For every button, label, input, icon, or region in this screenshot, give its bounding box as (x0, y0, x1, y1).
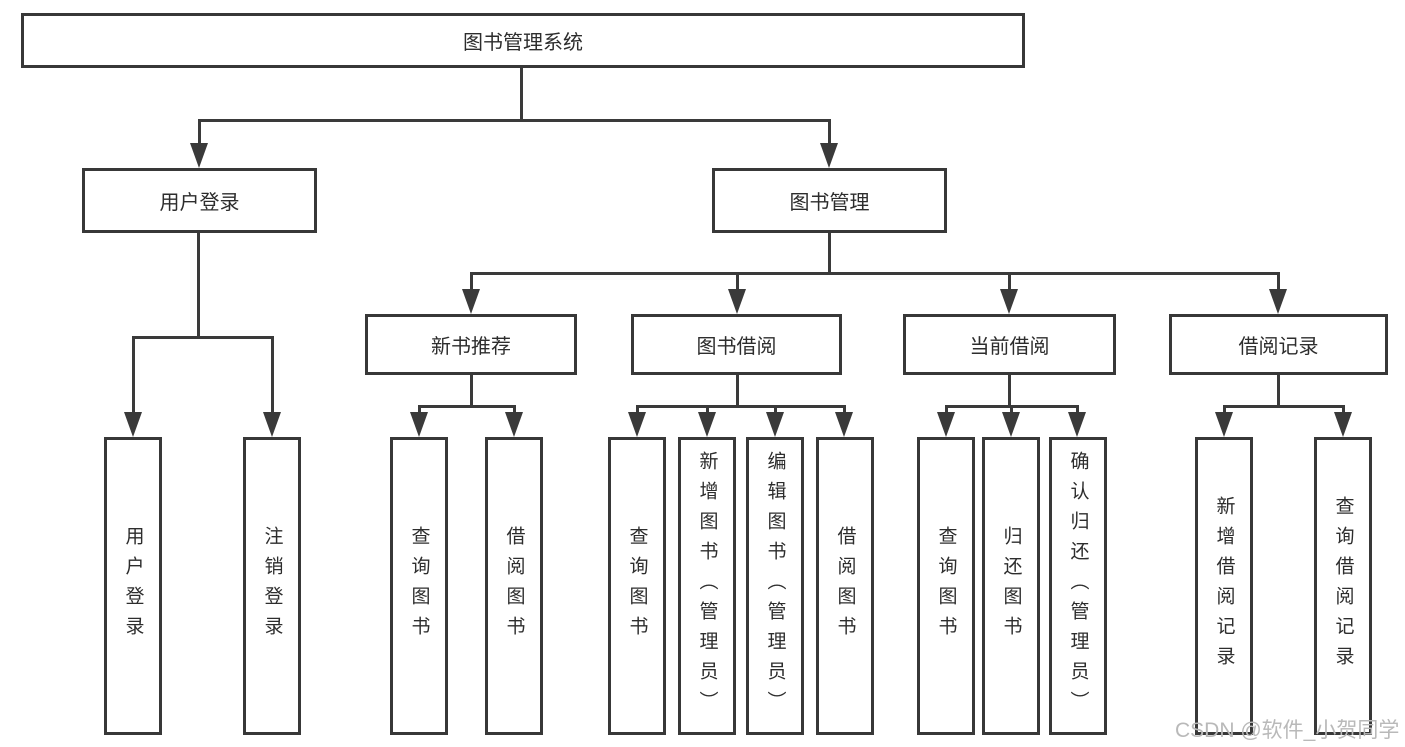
connector-stub-borrow-borrow (843, 405, 846, 414)
connector-stub-new-book-recommend (470, 272, 473, 291)
connector-recommend-trunk (470, 375, 473, 405)
connector-root-trunk (520, 68, 523, 119)
arrowhead-current-query (937, 412, 955, 437)
node-user-login: 用户登录 (82, 168, 317, 233)
connector-stub-borrow-records (1277, 272, 1280, 291)
arrowhead-records-add (1215, 412, 1233, 437)
arrowhead-leaf-user-login (124, 412, 142, 437)
connector-stub-records-add (1223, 405, 1226, 414)
arrowhead-borrow-edit (766, 412, 784, 437)
arrowhead-current-borrow (1000, 289, 1018, 314)
connector-stub-leaf-user-login (132, 336, 135, 414)
connector-stub-book-borrow (736, 272, 739, 291)
leaf-records-query-record: 查询借阅记录 (1314, 437, 1372, 735)
arrowhead-borrow-add (698, 412, 716, 437)
arrowhead-book-management (820, 143, 838, 168)
connector-records-trunk (1277, 375, 1280, 405)
arrowhead-user-login (190, 143, 208, 168)
node-new-book-recommend: 新书推荐 (365, 314, 577, 375)
arrowhead-rec-borrow (505, 412, 523, 437)
leaf-borrow-borrow-books: 借阅图书 (816, 437, 874, 735)
connector-stub-records-query (1342, 405, 1345, 414)
node-library-management-system: 图书管理系统 (21, 13, 1025, 68)
connector-borrow-trunk (736, 375, 739, 405)
connector-borrow-bar (636, 405, 846, 408)
leaf-recommend-query-books: 查询图书 (390, 437, 448, 735)
connector-user-login-bar (132, 336, 274, 339)
connector-stub-current-query (945, 405, 948, 414)
leaf-recommend-borrow-books: 借阅图书 (485, 437, 543, 735)
arrowhead-borrow-records (1269, 289, 1287, 314)
connector-level2-bar (198, 119, 831, 122)
connector-stub-borrow-query (636, 405, 639, 414)
connector-stub-rec-borrow (513, 405, 516, 414)
leaf-current-return-books: 归还图书 (982, 437, 1040, 735)
csdn-watermark: CSDN @软件_小贺同学 (1175, 719, 1400, 742)
connector-current-trunk (1008, 375, 1011, 405)
arrowhead-current-return (1002, 412, 1020, 437)
leaf-user-login: 用户登录 (104, 437, 162, 735)
leaf-current-query-books: 查询图书 (917, 437, 975, 735)
connector-stub-borrow-edit (774, 405, 777, 414)
connector-level3-bar (470, 272, 1280, 275)
arrowhead-rec-query (410, 412, 428, 437)
node-borrow-records: 借阅记录 (1169, 314, 1388, 375)
arrowhead-borrow-borrow (835, 412, 853, 437)
connector-records-bar (1223, 405, 1344, 408)
arrowhead-borrow-query (628, 412, 646, 437)
node-book-borrow: 图书借阅 (631, 314, 842, 375)
connector-stub-borrow-add (706, 405, 709, 414)
leaf-logout-login: 注销登录 (243, 437, 301, 735)
connector-stub-current-confirm (1076, 405, 1079, 414)
arrowhead-book-borrow (728, 289, 746, 314)
leaf-borrow-query-books: 查询图书 (608, 437, 666, 735)
arrowhead-leaf-logout (263, 412, 281, 437)
leaf-borrow-edit-books-admin: 编辑图书（管理员） (746, 437, 804, 735)
leaf-records-add-record: 新增借阅记录 (1195, 437, 1253, 735)
connector-stub-rec-query (418, 405, 421, 414)
node-current-borrow: 当前借阅 (903, 314, 1116, 375)
arrowhead-new-book-recommend (462, 289, 480, 314)
arrowhead-current-confirm (1068, 412, 1086, 437)
connector-stub-current-return (1010, 405, 1013, 414)
connector-stub-user-login (198, 119, 201, 145)
node-book-management: 图书管理 (712, 168, 947, 233)
leaf-borrow-add-books-admin: 新增图书（管理员） (678, 437, 736, 735)
connector-stub-leaf-logout (271, 336, 274, 414)
connector-user-login-trunk (197, 233, 200, 336)
arrowhead-records-query (1334, 412, 1352, 437)
leaf-current-confirm-return-admin: 确认归还（管理员） (1049, 437, 1107, 735)
connector-stub-book-management (828, 119, 831, 145)
connector-recommend-bar (418, 405, 516, 408)
connector-book-management-trunk (828, 233, 831, 272)
connector-stub-current-borrow (1008, 272, 1011, 291)
